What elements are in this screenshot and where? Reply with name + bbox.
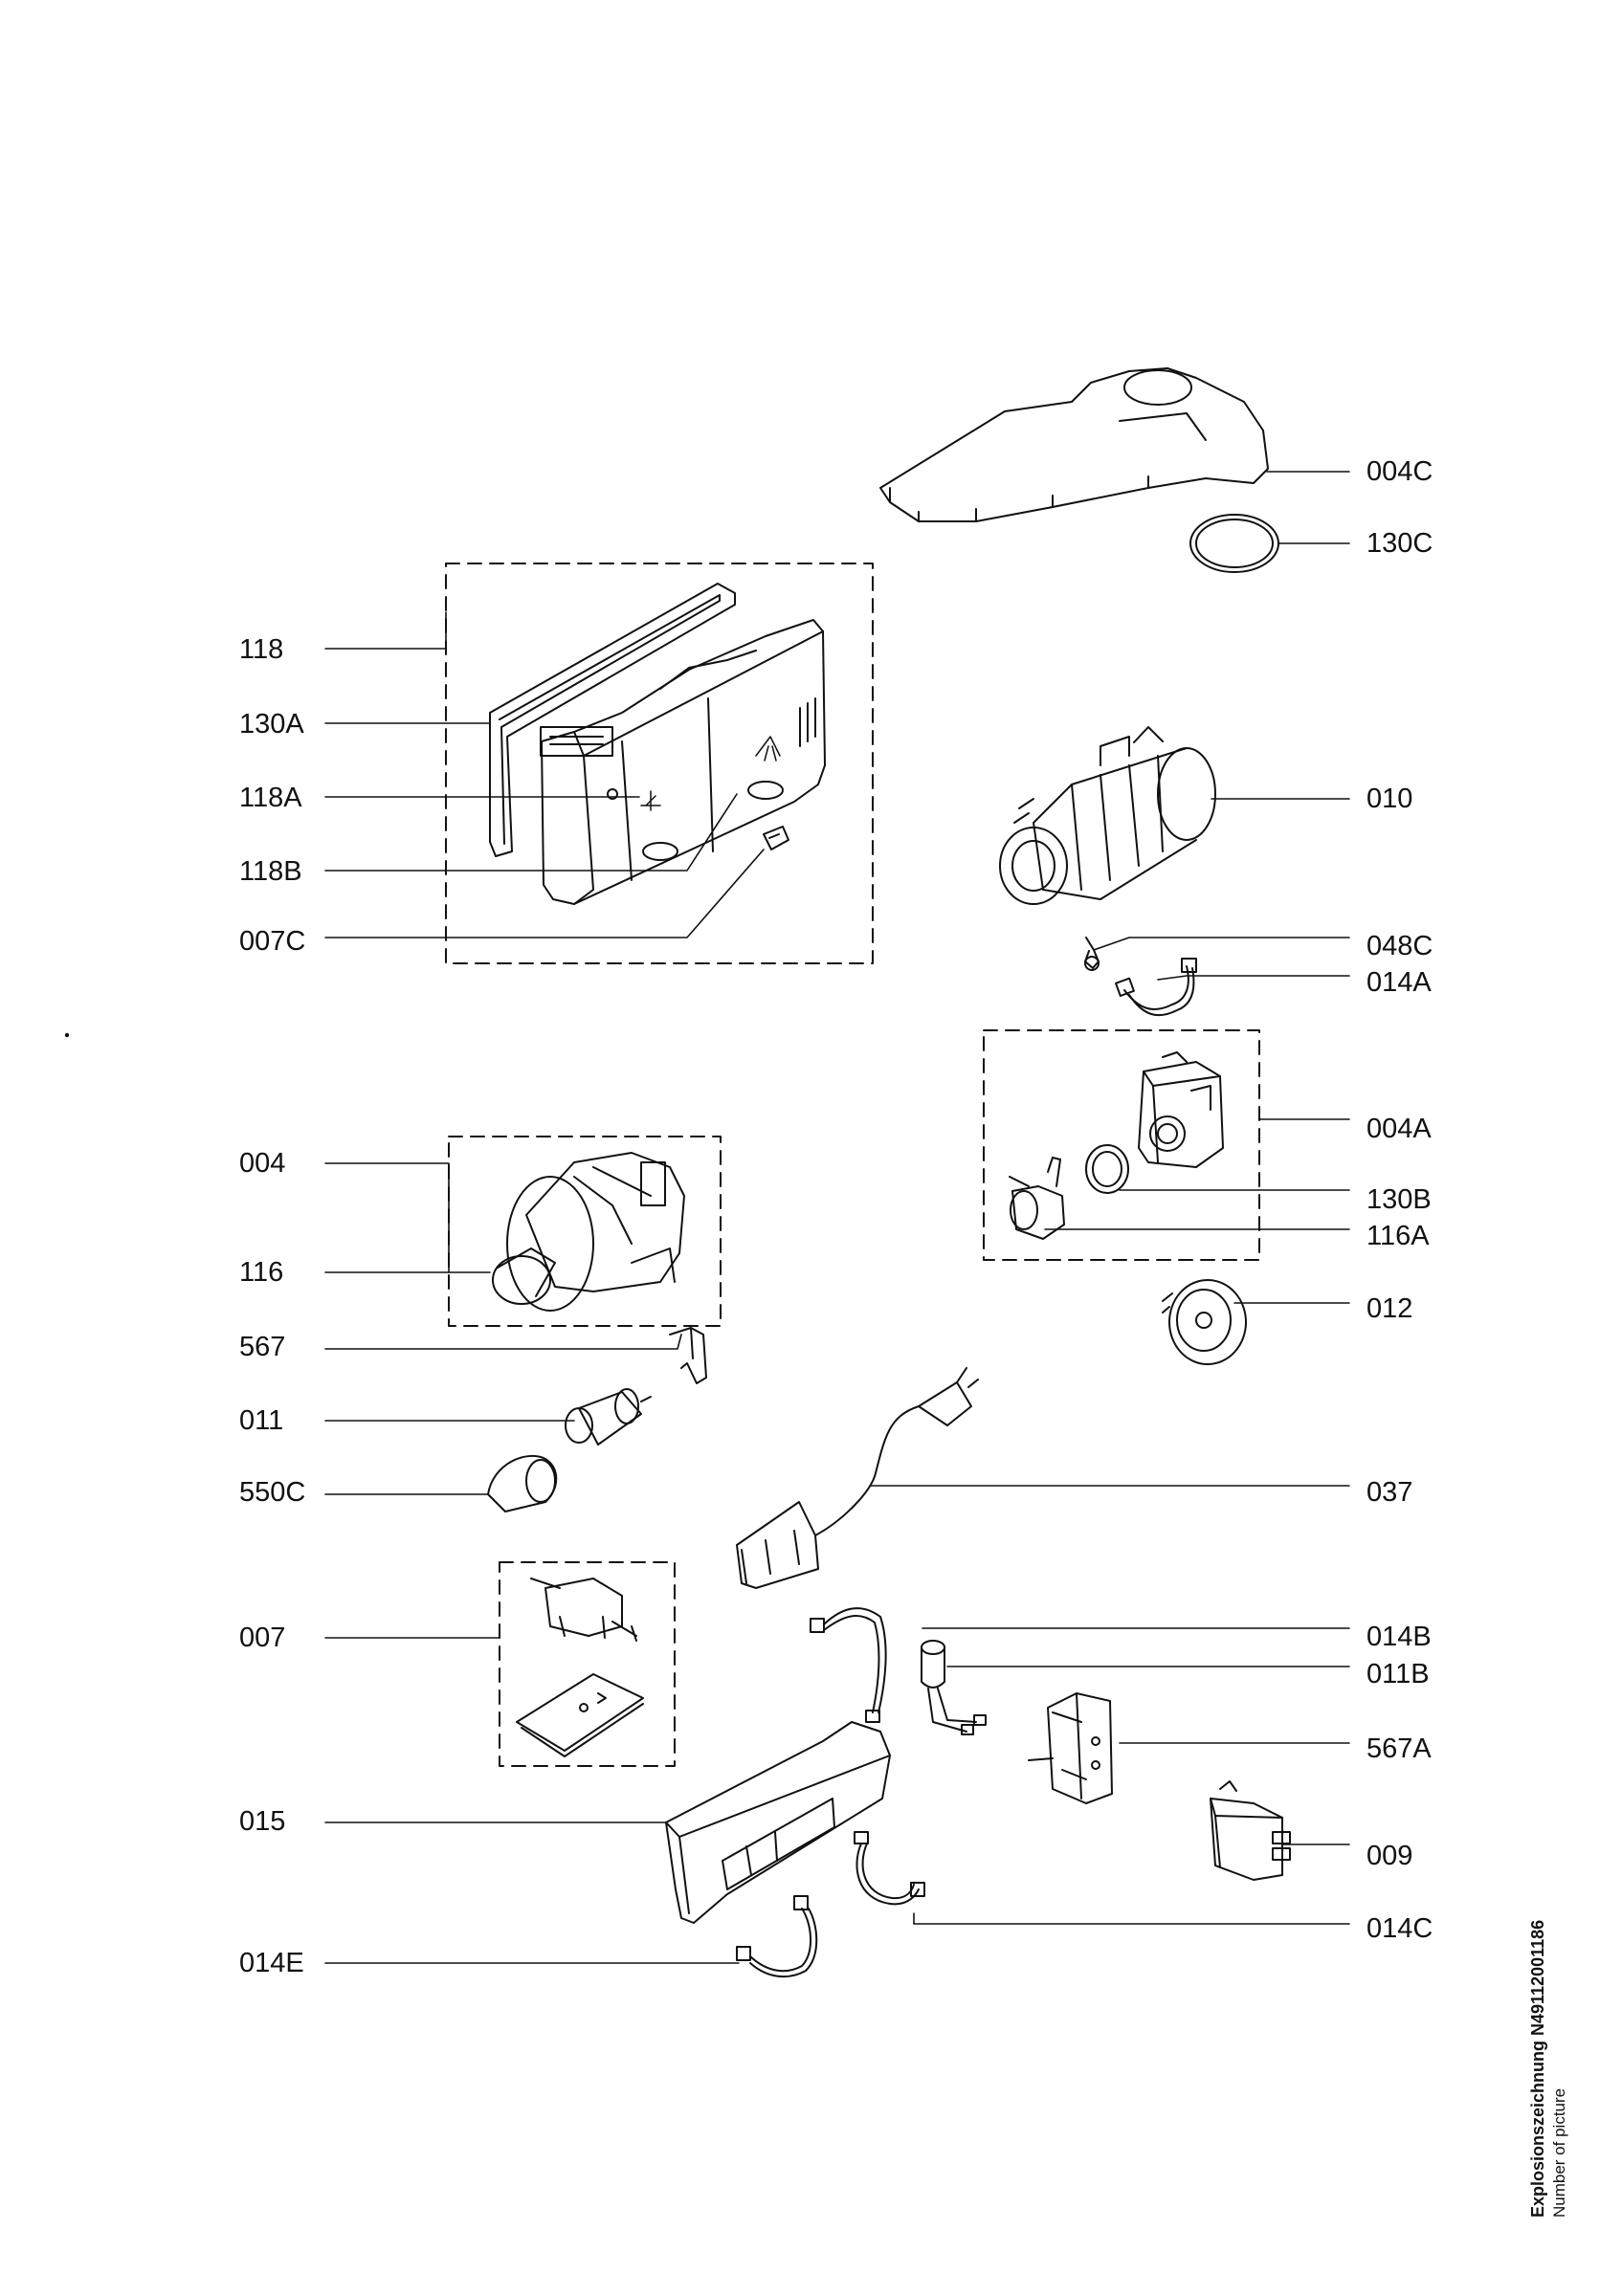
- part-048C-sensor: [1085, 938, 1099, 970]
- part-007-switch: [517, 1578, 643, 1756]
- part-011B-capacitor: [922, 1641, 986, 1734]
- label-014C: 014C: [1366, 1913, 1433, 1944]
- part-037-mains-cable: [737, 1368, 978, 1588]
- part-116A-valve: [1010, 1158, 1064, 1239]
- label-004A: 004A: [1366, 1114, 1432, 1144]
- drawing-number-subtitle: Number of picture: [1550, 2087, 1568, 2218]
- part-010-heater: [1000, 727, 1215, 904]
- label-015: 015: [239, 1806, 286, 1837]
- part-014B-wire: [811, 1608, 886, 1722]
- part-014A-wire: [1116, 959, 1196, 1015]
- part-012-pressure-switch: [1163, 1280, 1246, 1364]
- part-004-pump: [493, 1153, 684, 1311]
- part-130C-ring: [1190, 515, 1278, 572]
- label-010: 010: [1366, 784, 1413, 814]
- label-012: 012: [1366, 1293, 1413, 1324]
- label-011B: 011B: [1366, 1659, 1430, 1689]
- label-118B: 118B: [239, 856, 302, 887]
- label-130A: 130A: [239, 709, 304, 740]
- group-box-004: [449, 1137, 721, 1326]
- label-009: 009: [1366, 1841, 1413, 1871]
- part-550C-knob: [488, 1456, 556, 1512]
- label-130B: 130B: [1366, 1184, 1432, 1215]
- label-037: 037: [1366, 1477, 1413, 1508]
- label-550C: 550C: [239, 1477, 306, 1508]
- part-567A-bracket: [1029, 1693, 1112, 1803]
- label-116A: 116A: [1366, 1221, 1430, 1251]
- label-567: 567: [239, 1332, 286, 1362]
- stray-dot: [66, 1034, 68, 1036]
- part-014C-wire: [855, 1832, 924, 1904]
- group-box-118: [446, 563, 873, 963]
- part-009-relay: [1211, 1781, 1290, 1880]
- label-014B: 014B: [1366, 1622, 1432, 1652]
- leader-lines: [325, 472, 1349, 1963]
- label-004C: 004C: [1366, 456, 1433, 487]
- label-118A: 118A: [239, 783, 302, 813]
- part-015-housing: [666, 1722, 890, 1923]
- label-007: 007: [239, 1623, 286, 1653]
- label-014A: 014A: [1366, 967, 1432, 998]
- label-004: 004: [239, 1148, 286, 1179]
- part-130B-ring: [1086, 1145, 1128, 1193]
- label-048C: 048C: [1366, 931, 1433, 961]
- part-011-motor: [566, 1389, 651, 1445]
- label-130C: 130C: [1366, 528, 1433, 559]
- label-118: 118: [239, 634, 284, 665]
- part-014E-wire: [737, 1896, 816, 1976]
- part-004A-pump: [1139, 1052, 1223, 1167]
- label-007C: 007C: [239, 926, 306, 957]
- group-box-007: [500, 1562, 675, 1766]
- part-118-dispenser: [541, 620, 825, 904]
- part-130A-gasket: [490, 584, 735, 856]
- label-011: 011: [239, 1405, 284, 1436]
- group-box-004A: [984, 1030, 1259, 1260]
- part-567-bracket: [670, 1328, 706, 1383]
- label-567A: 567A: [1366, 1733, 1432, 1764]
- label-014E: 014E: [239, 1948, 304, 1978]
- drawing-number-title: Explosionszeichnung N49112001186: [1528, 1919, 1547, 2218]
- label-116: 116: [239, 1257, 284, 1288]
- part-004C-cover: [880, 368, 1268, 521]
- part-007C-clip: [764, 827, 789, 850]
